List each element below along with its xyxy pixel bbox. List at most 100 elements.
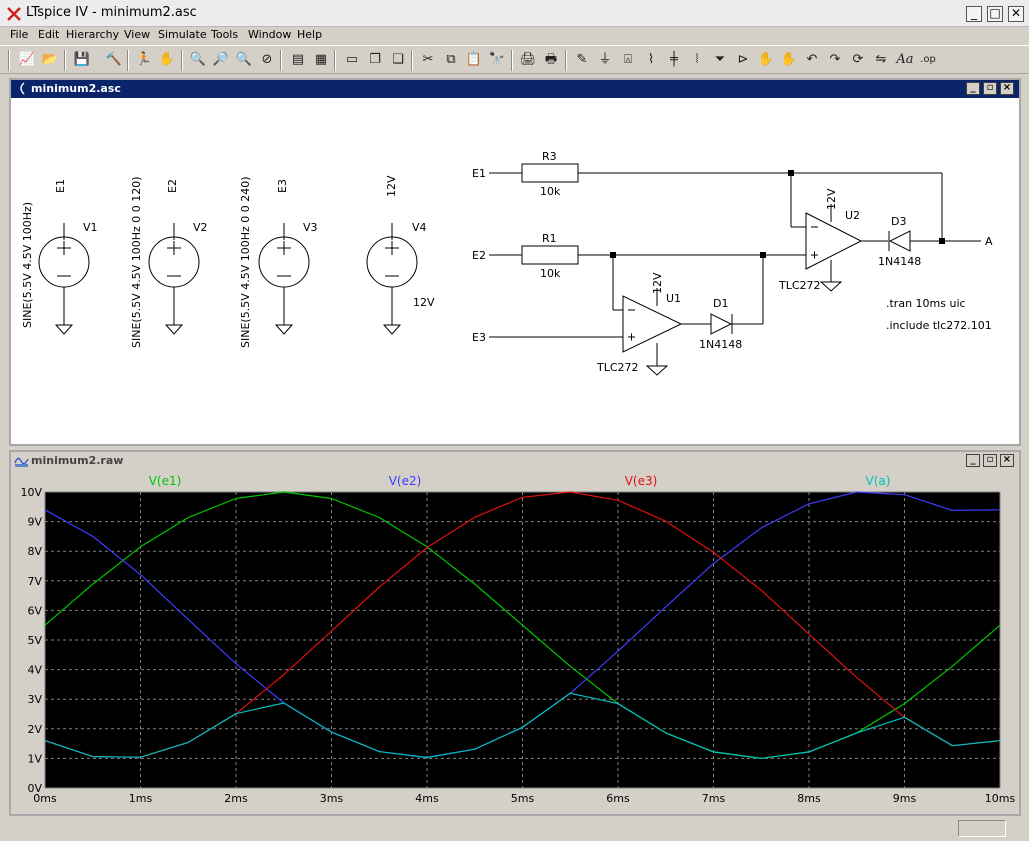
minimize-button[interactable]: _	[966, 6, 982, 22]
mirror-icon[interactable]: ⇋	[875, 52, 887, 67]
fit-icon[interactable]: ▦	[314, 52, 328, 67]
paste-icon[interactable]: 📋	[465, 52, 483, 67]
v1-ref: V1	[83, 221, 98, 234]
x-tick-label: 10ms	[985, 792, 1016, 805]
ltspice-logo-icon	[7, 7, 21, 21]
u2-model: TLC272	[778, 279, 821, 292]
menu-help[interactable]: Help	[297, 28, 323, 41]
waveform-minimize-button[interactable]: _	[966, 454, 980, 467]
autorange-icon[interactable]: ▤	[291, 52, 305, 67]
capacitor-icon[interactable]: ╪	[670, 52, 678, 67]
source-v2[interactable]	[148, 223, 200, 335]
menu-hierarchy[interactable]: Hierarchy	[66, 28, 120, 41]
waveform-close-button[interactable]: ×	[1000, 454, 1014, 467]
halt-icon[interactable]: ✋	[158, 52, 176, 67]
opamp-u1[interactable]	[622, 288, 683, 376]
cascade-icon[interactable]: ❐	[369, 52, 381, 67]
x-tick-label: 3ms	[320, 792, 344, 805]
legend-e2[interactable]: V(e2)	[389, 474, 422, 488]
zoom-cancel-icon[interactable]: ⊘	[261, 52, 273, 67]
x-tick-label: 0ms	[33, 792, 57, 805]
ground-icon[interactable]: ⏚	[598, 52, 612, 67]
legend-e1[interactable]: V(e1)	[149, 474, 182, 488]
find-icon[interactable]: 🔭	[488, 52, 506, 67]
copy-icon[interactable]: ⧉	[446, 52, 456, 67]
trace-a[interactable]	[44, 692, 1001, 759]
run-icon[interactable]: 🏃	[135, 52, 153, 67]
zoom-pan-icon[interactable]: 🔎	[212, 52, 230, 67]
rotate-icon[interactable]: ⟳	[852, 52, 864, 67]
control-panel-icon[interactable]: 🔨	[105, 52, 123, 67]
spice-directive-icon[interactable]: .op	[920, 54, 936, 65]
resistor-r3[interactable]	[521, 163, 579, 183]
x-tick-label: 9ms	[893, 792, 917, 805]
tile-horizontal-icon[interactable]: ▭	[345, 52, 359, 67]
drag-icon[interactable]: ✋	[780, 52, 798, 67]
d3-model: 1N4148	[878, 255, 921, 268]
schematic-titlebar: minimum2.asc _ ▫ ×	[11, 80, 1019, 98]
source-v4[interactable]	[366, 223, 418, 335]
diode-icon[interactable]: ⏷	[714, 52, 726, 67]
close-button[interactable]: ✕	[1008, 6, 1024, 22]
waveform-doc-icon	[14, 457, 29, 467]
y-tick-label: 0V	[27, 782, 42, 795]
directive-tran[interactable]: .tran 10ms uic	[886, 297, 966, 310]
net-label-e1: E1	[472, 167, 486, 180]
y-tick-label: 9V	[27, 516, 42, 529]
x-tick-label: 1ms	[129, 792, 153, 805]
v2-value: SINE(5.5V 4.5V 100Hz 0 0 120)	[130, 176, 143, 348]
tile-vertical-icon[interactable]: ❏	[392, 52, 404, 67]
menu-file[interactable]: File	[10, 28, 29, 41]
v3-value: SINE(5.5V 4.5V 100Hz 0 0 240)	[239, 176, 252, 348]
maximize-button[interactable]: □	[987, 6, 1003, 22]
save-icon[interactable]: 💾	[73, 52, 91, 67]
legend-a[interactable]: V(a)	[866, 474, 891, 488]
schematic-doc-icon	[20, 82, 25, 95]
zoom-in-icon[interactable]: 🔍	[189, 52, 207, 67]
zoom-out-icon[interactable]: 🔍	[235, 52, 253, 67]
label-net-icon[interactable]: ⍓	[624, 52, 632, 67]
move-icon[interactable]: ✋	[757, 52, 775, 67]
diode-d3[interactable]	[888, 230, 911, 252]
schematic-close-button[interactable]: ×	[1000, 82, 1014, 95]
undo-icon[interactable]: ↶	[806, 52, 818, 67]
y-tick-label: 3V	[27, 693, 42, 706]
diode-d1[interactable]	[710, 313, 733, 335]
opamp-u2[interactable]	[805, 204, 863, 292]
draw-wire-icon[interactable]: ✎	[576, 52, 588, 67]
cut-icon[interactable]: ✂	[422, 52, 434, 67]
source-v3[interactable]	[258, 223, 310, 335]
status-panel	[958, 820, 1006, 837]
resistor-icon[interactable]: ⌇	[647, 52, 655, 67]
schematic-restore-button[interactable]: ▫	[983, 82, 997, 95]
source-v1[interactable]	[38, 223, 90, 335]
resistor-r1[interactable]	[521, 245, 579, 265]
x-tick-label: 4ms	[415, 792, 439, 805]
redo-icon[interactable]: ↷	[829, 52, 841, 67]
waveform-restore-button[interactable]: ▫	[983, 454, 997, 467]
d1-ref: D1	[713, 297, 728, 310]
u2-supply-label: 12V	[825, 188, 838, 210]
text-icon[interactable]: Aa	[896, 52, 914, 67]
schematic-minimize-button[interactable]: _	[966, 82, 980, 95]
legend-e3[interactable]: V(e3)	[625, 474, 658, 488]
x-tick-label: 6ms	[606, 792, 630, 805]
menu-window[interactable]: Window	[248, 28, 292, 41]
v3-ref: V3	[303, 221, 318, 234]
schematic-canvas[interactable]: E1 V1 SINE(5.5V 4.5V 100Hz) E2 V2 SINE(5…	[11, 98, 1019, 444]
new-schematic-icon[interactable]: 📈	[18, 52, 36, 67]
print-icon[interactable]: 🖶	[544, 52, 558, 67]
y-tick-label: 4V	[27, 664, 42, 677]
menu-edit[interactable]: Edit	[38, 28, 60, 41]
u1-model: TLC272	[596, 361, 639, 374]
component-icon[interactable]: ⊳	[737, 52, 749, 67]
menu-simulate[interactable]: Simulate	[158, 28, 207, 41]
menu-view[interactable]: View	[124, 28, 151, 41]
menu-tools[interactable]: Tools	[211, 28, 239, 41]
open-icon[interactable]: 📂	[41, 52, 59, 67]
schematic-tab-title: minimum2.asc	[31, 82, 121, 95]
print-preview-icon[interactable]: 🖨	[519, 52, 537, 67]
directive-include[interactable]: .include tlc272.101	[886, 319, 992, 332]
inductor-icon[interactable]: ⦚	[695, 52, 699, 67]
